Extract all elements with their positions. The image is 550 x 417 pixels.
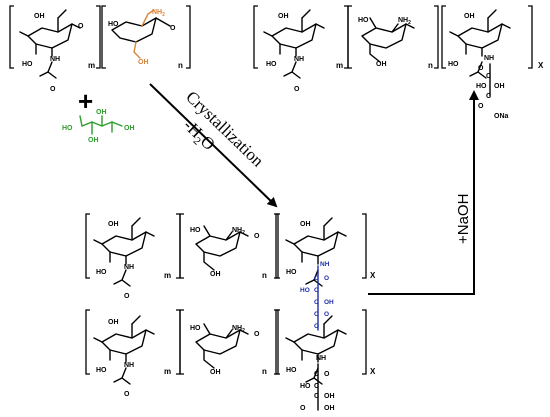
o-blue-label: O	[324, 275, 329, 282]
c-blue-label-4: C	[314, 311, 319, 318]
subscript-m: m	[88, 61, 95, 70]
o-bridge-label: O	[78, 23, 84, 30]
ho-label: HO	[190, 227, 201, 234]
nh2-label: NH2	[232, 227, 245, 236]
o-blue-label-2: O	[324, 311, 329, 318]
subscript-m: m	[336, 61, 343, 70]
o-blue-label-3: O	[314, 323, 319, 330]
o-label: O	[478, 65, 484, 72]
ho-label: HO	[266, 61, 277, 68]
tartaric-oh-bottom: OH	[88, 137, 99, 144]
oh-label: OH	[324, 393, 335, 400]
c-blue-label: C	[314, 275, 319, 282]
crystallization-label: Crystallization -H2O	[180, 87, 268, 171]
oh-label: OH	[324, 405, 335, 412]
nh-label: NH	[124, 264, 134, 271]
ho-blue-label: HO	[300, 287, 310, 294]
c-blue-label-3: C	[314, 299, 319, 306]
nh-label: NH	[294, 56, 304, 63]
subscript-n: n	[262, 271, 267, 280]
nh-label: NH	[484, 55, 494, 62]
c-label: C	[314, 393, 319, 400]
oh-label: OH	[300, 221, 311, 228]
subscript-m: m	[164, 367, 171, 376]
subscript-x: X	[370, 367, 376, 376]
c-label: C	[486, 73, 491, 80]
oh-blue-label: OH	[324, 299, 334, 306]
subscript-x: X	[538, 61, 544, 70]
oh-orange-label: OH	[138, 59, 149, 66]
o-link: O	[170, 25, 176, 32]
ho-label: HO	[96, 367, 107, 374]
c-label: C	[486, 93, 491, 100]
tartaric-acid: HO OH OH OH	[62, 109, 135, 144]
c-label: C	[314, 371, 319, 378]
oh-label: OH	[210, 271, 221, 278]
tartaric-ho-left: HO	[62, 125, 73, 132]
oh-label: OH	[376, 61, 387, 68]
o-label: O	[124, 391, 130, 398]
subscript-n: n	[178, 61, 183, 70]
nh2-label: NH2	[398, 17, 411, 26]
nh-label: NH	[50, 56, 60, 63]
ona-label: ONa	[494, 113, 509, 120]
ho-label: HO	[300, 383, 311, 390]
oh-label: OH	[108, 319, 119, 326]
oh-label: OH	[34, 13, 45, 20]
crosslinked-chain-upper: OH HO NH O m NH2 HO OH O n OH HO X NH C …	[85, 213, 376, 331]
ho-label: HO	[476, 83, 487, 90]
oh-label: OH	[494, 83, 505, 90]
nh2-label: NH2	[152, 9, 165, 18]
subscript-n: n	[262, 367, 267, 376]
tartaric-oh-right: OH	[124, 125, 135, 132]
o-label: O	[300, 405, 306, 412]
sodium-salt-product: OH HO NH O m NH2 HO OH n OH HO NH O C HO…	[253, 5, 544, 120]
oh-label: OH	[464, 13, 475, 20]
o-link: O	[254, 233, 260, 240]
oh-label: OH	[108, 221, 119, 228]
ho-label: HO	[358, 17, 369, 24]
o-label: O	[124, 293, 130, 300]
svg-text:+NaOH: +NaOH	[455, 194, 472, 244]
o-label: O	[324, 371, 330, 378]
crosslinked-chain-lower: OH HO NH O m NH2 HO OH O n HO NH C O HO …	[85, 309, 376, 412]
nh-label: NH	[316, 355, 326, 362]
naoh-label: +NaOH	[455, 194, 472, 244]
c-label: C	[314, 383, 319, 390]
ho-label: HO	[190, 325, 201, 332]
tartaric-oh-top: OH	[96, 109, 107, 116]
ho-label: HO	[22, 61, 33, 68]
nh2-label: NH2	[232, 325, 245, 334]
plus-sign: +	[78, 86, 93, 116]
o-link: O	[254, 331, 260, 338]
naoh-arrow	[368, 90, 479, 295]
nh-blue-label: NH	[320, 261, 330, 268]
o-label: O	[50, 86, 56, 93]
o-label: O	[478, 103, 484, 110]
ho-label: HO	[96, 269, 107, 276]
chitosan-reactant: OH HO NH O O m NH2 OH HO O n	[9, 5, 191, 93]
ho-label-2: HO	[108, 21, 119, 28]
c-blue-label-2: C	[314, 287, 319, 294]
subscript-m: m	[164, 271, 171, 280]
subscript-n: n	[428, 61, 433, 70]
ho-label: HO	[448, 61, 459, 68]
ho-label: HO	[286, 269, 297, 276]
crystallization-arrow	[149, 83, 278, 208]
oh-label: OH	[278, 13, 289, 20]
subscript-x: X	[370, 271, 376, 280]
oh-label: OH	[210, 369, 221, 376]
o-label: O	[294, 86, 300, 93]
nh-label: NH	[124, 362, 134, 369]
ho-label: HO	[286, 367, 297, 374]
